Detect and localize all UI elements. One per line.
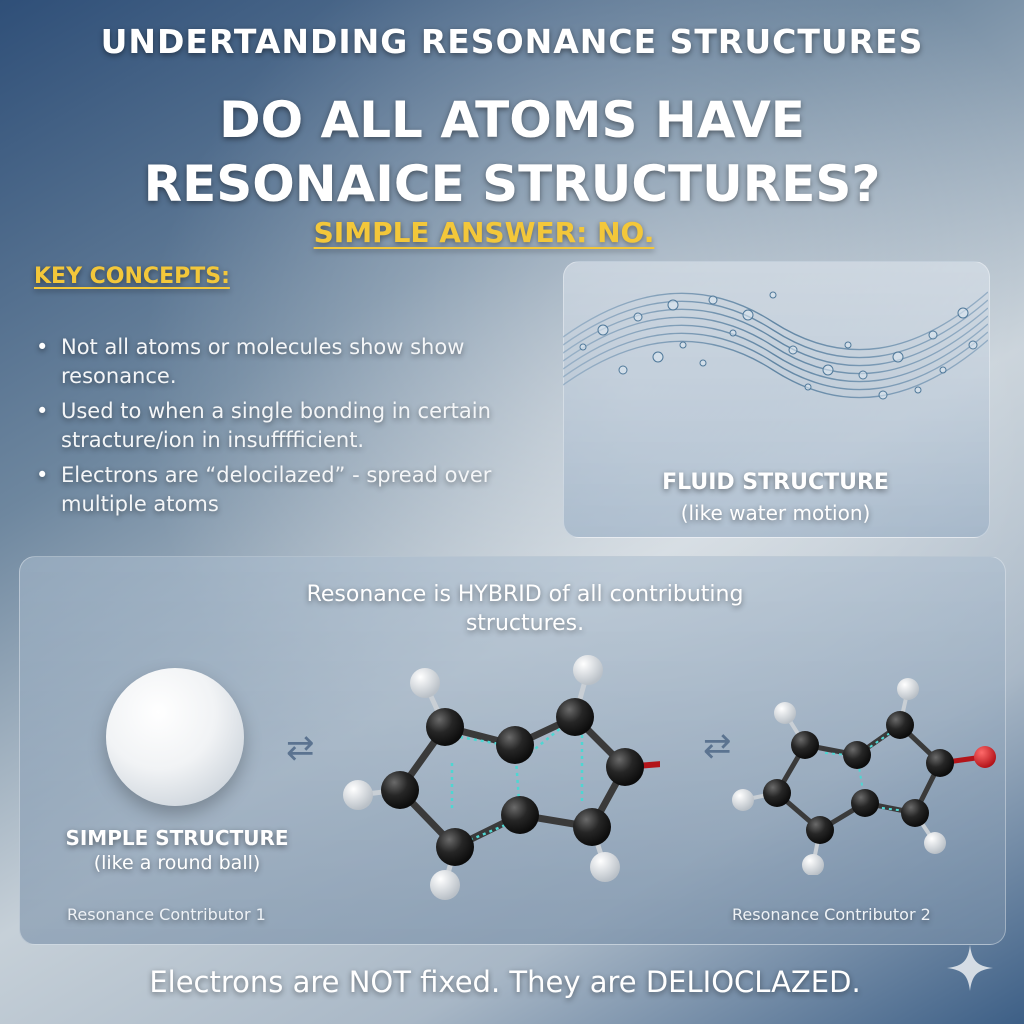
page-title-line-2: RESONAICE STRUCTURES? (143, 155, 881, 213)
equilibrium-arrows-icon: ⇄ (703, 726, 732, 766)
key-concept-item: Not all atoms or molecules show show res… (36, 333, 506, 391)
key-concept-item: Electrons are “delocilazed” - spread ove… (36, 461, 506, 519)
simple-structure-caption: (like a round ball) (93, 852, 261, 874)
fluid-structure-panel (563, 261, 990, 538)
sparkle-icon (947, 945, 993, 991)
simple-answer: SIMPLE ANSWER: NO. (313, 216, 655, 249)
water-wave-icon (563, 291, 988, 400)
hybrid-statement: Resonance is HYBRID of all contributing … (306, 582, 744, 636)
resonance-contributor-2-label: Resonance Contributor 2 (732, 905, 931, 924)
fluid-structure-caption: (like water motion) (680, 501, 871, 525)
footer-statement: Electrons are NOT fixed. They are DELIOC… (149, 965, 861, 999)
sphere-icon (106, 668, 244, 806)
key-concepts-title: KEY CONCEPTS: (34, 264, 230, 289)
molecule-icon (732, 678, 996, 875)
key-concept-item: Used to when a single bonding in certain… (36, 397, 506, 455)
simple-structure-title: SIMPLE STRUCTURE (65, 826, 289, 850)
page-title: DO ALL ATOMS HAVE RESONAICE STRUCTURES? (0, 88, 1024, 216)
equilibrium-arrows-icon: ⇄ (286, 728, 315, 768)
resonance-contributor-1-label: Resonance Contributor 1 (67, 905, 266, 924)
key-concepts-list: Not all atoms or molecules show show res… (36, 333, 506, 519)
page-title-line-1: DO ALL ATOMS HAVE (219, 91, 805, 149)
molecule-icon (343, 655, 660, 900)
page-kicker: UNDERTANDING RESONANCE STRUCTURES (100, 22, 924, 61)
fluid-structure-title: FLUID STRUCTURE (662, 470, 889, 495)
